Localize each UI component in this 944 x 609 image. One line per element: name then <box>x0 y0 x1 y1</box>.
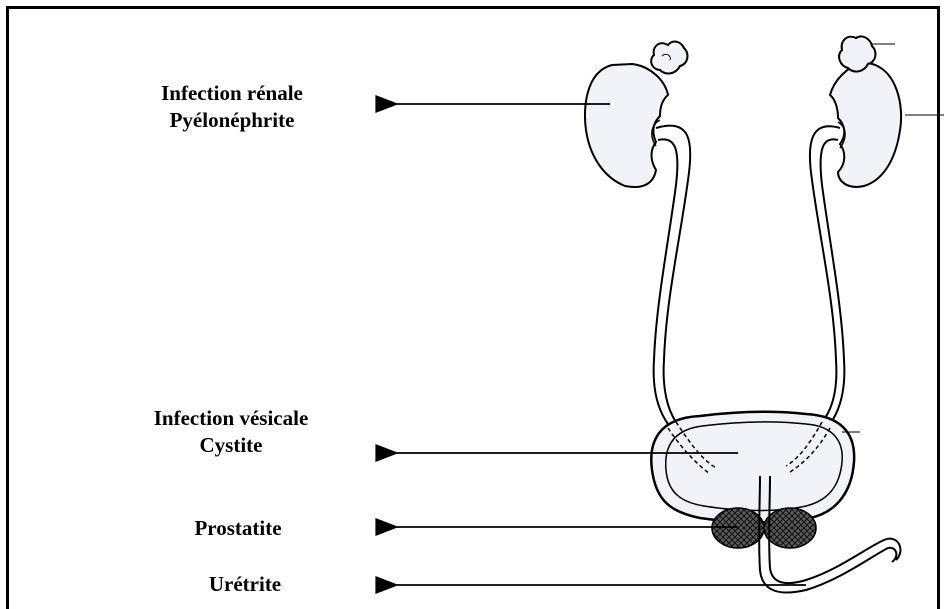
left-kidney <box>585 64 668 187</box>
bladder-infection-label: Infection vésicale Cystite <box>122 405 340 459</box>
urethra-label-line1: Urétrite <box>190 571 300 598</box>
prostate-label-line1: Prostatite <box>168 515 308 542</box>
left-ureter <box>654 126 691 424</box>
left-adrenal-gland <box>651 42 687 74</box>
kidney-label-line1: Infection rénale <box>124 80 340 107</box>
right-kidney <box>830 63 944 187</box>
prostatitis-label: Prostatite <box>168 515 308 542</box>
bladder <box>651 412 860 523</box>
bladder-label-line2: Cystite <box>122 432 340 459</box>
kidney-infection-label: Infection rénale Pyélonéphrite <box>124 80 340 134</box>
right-adrenal-gland <box>839 36 895 71</box>
urethritis-label: Urétrite <box>190 571 300 598</box>
bladder-label-line1: Infection vésicale <box>122 405 340 432</box>
kidney-label-line2: Pyélonéphrite <box>124 107 340 134</box>
